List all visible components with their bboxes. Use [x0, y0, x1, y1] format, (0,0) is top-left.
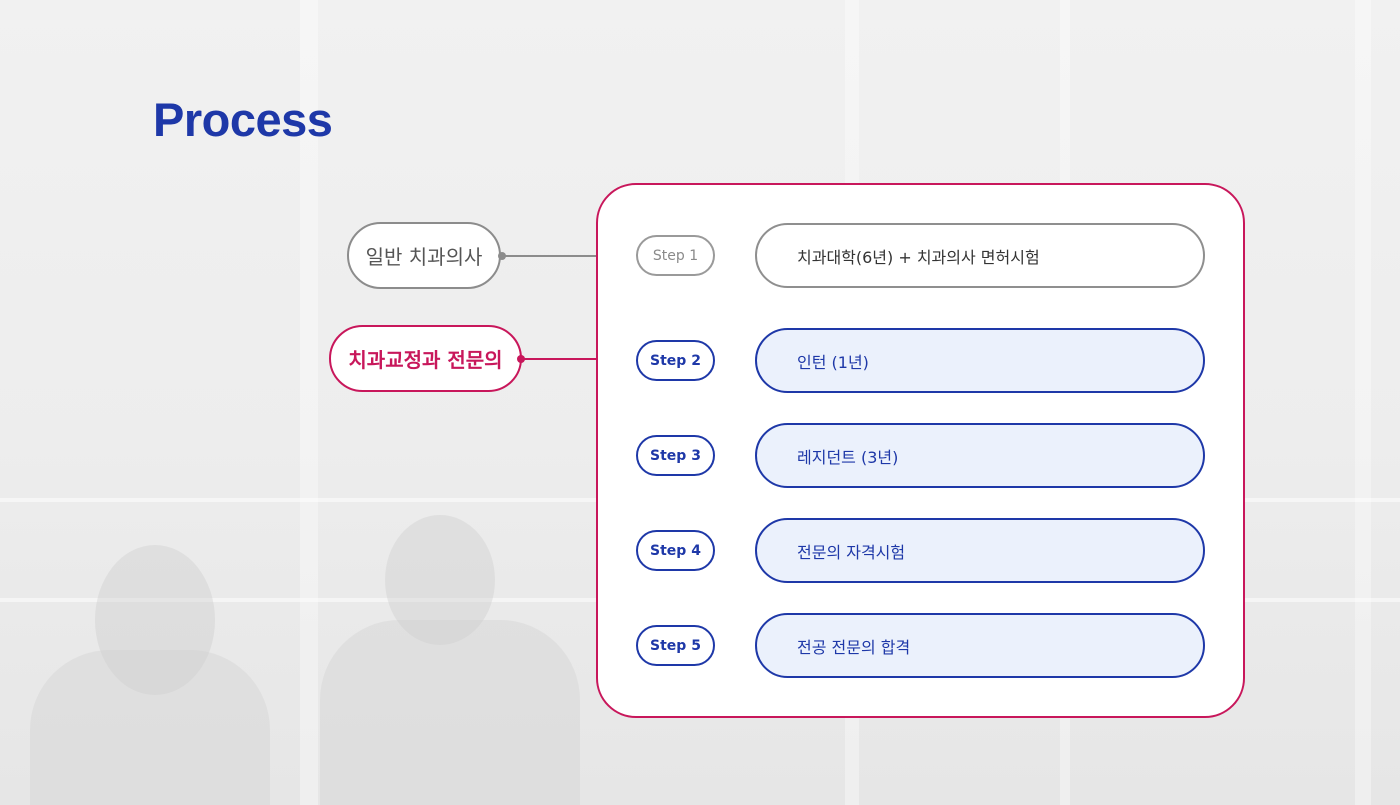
step-3-description: 레지던트 (3년) [755, 423, 1205, 488]
step-1-description: 치과대학(6년) + 치과의사 면허시험 [755, 223, 1205, 288]
step-5-description: 전공 전문의 합격 [755, 613, 1205, 678]
general-connector-line [503, 255, 598, 257]
ortho-connector-line [522, 358, 598, 360]
step-3-badge: Step 3 [636, 435, 715, 476]
step-4-badge: Step 4 [636, 530, 715, 571]
step-2-description: 인턴 (1년) [755, 328, 1205, 393]
general-connector-dot [498, 252, 506, 260]
page-title: Process [153, 93, 333, 146]
step-4-description: 전문의 자격시험 [755, 518, 1205, 583]
ortho-connector-dot [517, 355, 525, 363]
general-dentist-label: 일반 치과의사 [347, 222, 501, 289]
step-5-badge: Step 5 [636, 625, 715, 666]
step-1-badge: Step 1 [636, 235, 715, 276]
orthodontic-specialist-label: 치과교정과 전문의 [329, 325, 522, 392]
step-2-badge: Step 2 [636, 340, 715, 381]
